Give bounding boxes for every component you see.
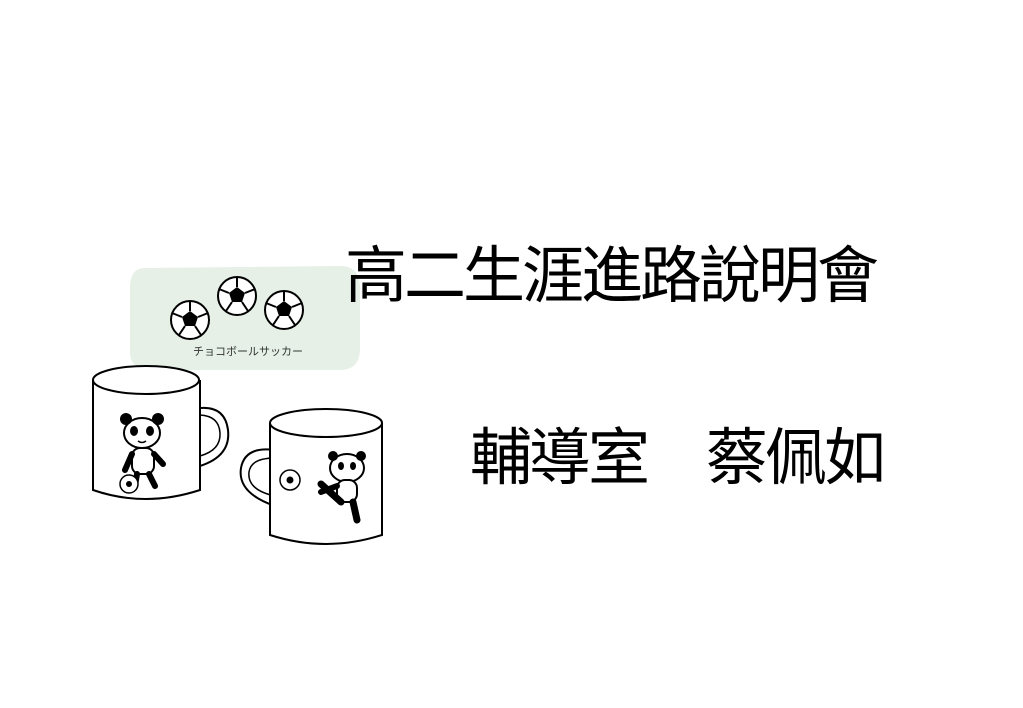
soccer-ball-icon — [217, 276, 257, 316]
bubble-caption: チョコボールサッカー — [193, 345, 303, 358]
soccer-ball-icon — [170, 300, 210, 340]
soccer-ball-icon — [264, 290, 304, 330]
slide-subtitle: 輔導室 蔡佩如 — [470, 421, 886, 494]
panda-mugs-illustration: チョコボールサッカー — [92, 266, 383, 545]
left-mug — [92, 365, 230, 500]
speech-bubble — [130, 266, 360, 370]
slide-title: 高二生涯進路說明會 — [345, 239, 879, 312]
right-mug — [239, 408, 383, 545]
